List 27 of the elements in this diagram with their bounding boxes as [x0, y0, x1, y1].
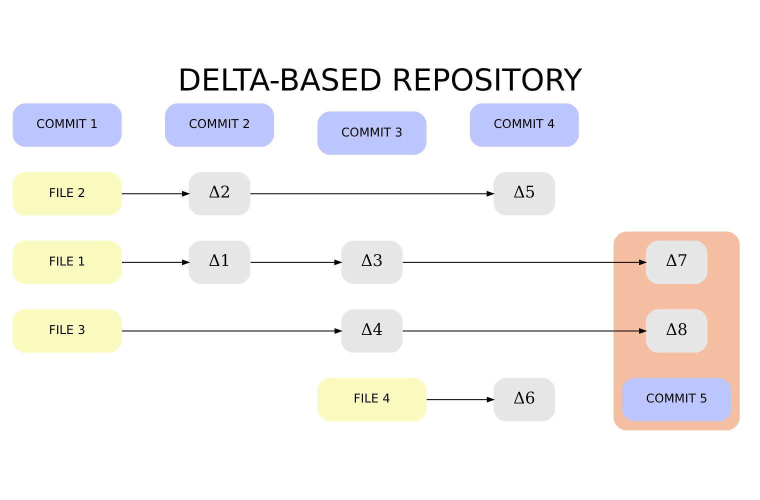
arrow	[122, 260, 190, 266]
node-box: COMMIT 3	[317, 112, 426, 155]
node-box: COMMIT 4	[470, 103, 579, 147]
node-box: Δ7	[646, 240, 708, 284]
node-box: Δ3	[341, 240, 403, 284]
arrow	[122, 328, 343, 334]
node-box: Δ4	[341, 309, 403, 353]
diagram-title: DELTA-BASED REPOSITORY	[178, 63, 582, 98]
arrow	[402, 260, 648, 266]
node-box: Δ8	[646, 309, 708, 353]
arrow	[122, 190, 190, 197]
node-box: FILE 4	[317, 378, 426, 422]
node-box: FILE 3	[12, 309, 122, 353]
cluster	[614, 232, 740, 430]
arrow	[402, 328, 648, 334]
arrow	[250, 260, 342, 266]
node-box: Δ2	[188, 172, 250, 216]
node-box: Δ5	[494, 172, 556, 216]
node-box: FILE 1	[12, 240, 122, 284]
arrow	[426, 396, 495, 402]
node-box: COMMIT 1	[12, 103, 122, 147]
node-box: COMMIT 5	[622, 378, 732, 422]
node-box: Δ1	[188, 240, 250, 284]
arrow	[250, 190, 495, 197]
node-box: FILE 2	[12, 172, 122, 216]
node-box: Δ6	[494, 378, 556, 422]
node-box: COMMIT 2	[165, 103, 274, 147]
